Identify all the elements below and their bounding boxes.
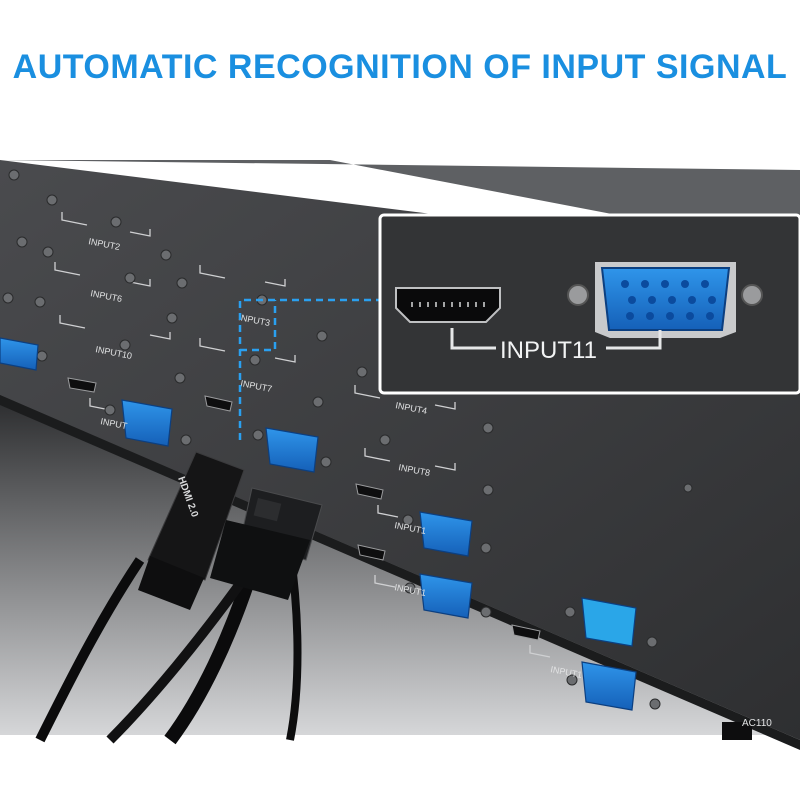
device-top [0,160,800,250]
floor-white [0,735,800,800]
panel-screws [2,169,693,710]
vga-ports [0,337,637,711]
callout-vga-screw-right [741,284,763,306]
callout-lines [238,298,380,440]
hdmi-plug: HDMI 2.0 [138,451,245,610]
callout-bracket [450,328,662,350]
power-label: AC110 [742,718,772,729]
callout-box: INPUT11 [378,213,800,395]
hdmi-ports [67,377,541,641]
callout-vga-screw-left [567,284,589,306]
callout-label: INPUT11 [500,337,597,364]
headline: AUTOMATIC RECOGNITION OF INPUT SIGNAL [12,48,788,86]
panel-label-brackets [54,212,551,658]
vga-plug [210,487,323,600]
callout-hdmi-port [395,287,501,323]
callout-vga-port [600,267,731,331]
callout-vga-pins [621,280,716,320]
power-socket [722,722,752,740]
